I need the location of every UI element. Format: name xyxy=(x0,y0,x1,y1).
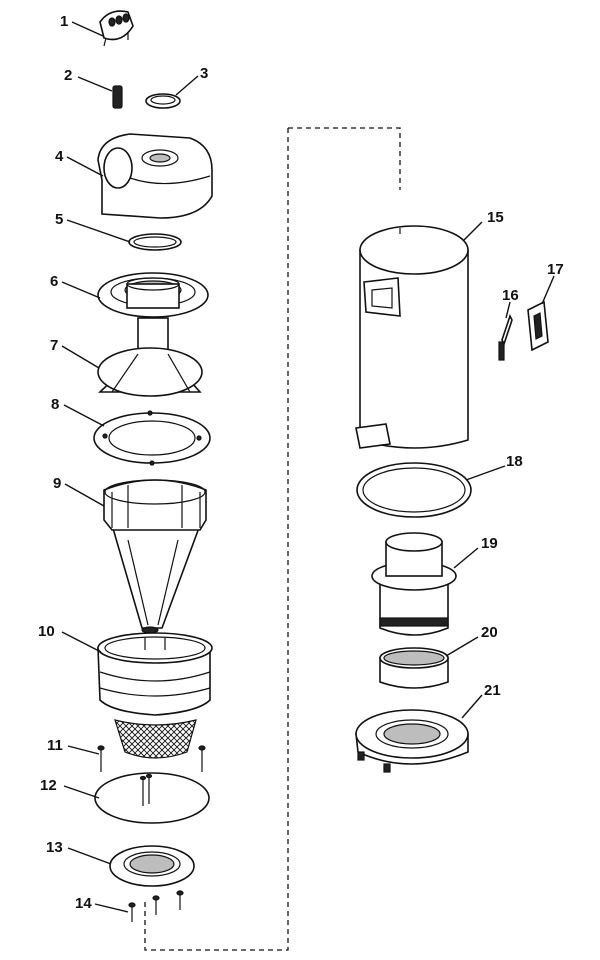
callout-8: 8 xyxy=(51,396,59,413)
part-19-filter-cartridge xyxy=(371,532,457,636)
part-2-spring xyxy=(112,85,123,109)
leader-1 xyxy=(71,21,104,37)
leader-7 xyxy=(61,345,100,369)
callout-7: 7 xyxy=(50,337,58,354)
part-5-o-ring xyxy=(128,233,182,251)
leader-21 xyxy=(461,694,483,719)
part-4-top-housing xyxy=(97,133,213,219)
callout-2: 2 xyxy=(64,67,72,84)
part-1-cap xyxy=(99,10,134,47)
part-11-screws xyxy=(97,745,206,772)
callout-1: 1 xyxy=(60,13,68,30)
part-16-latch-pin xyxy=(498,313,513,361)
callout-5: 5 xyxy=(55,211,63,228)
callout-14: 14 xyxy=(75,895,92,912)
part-17-latch-clip xyxy=(527,300,549,352)
leader-17 xyxy=(541,275,555,305)
assembly-guide-line xyxy=(144,127,401,951)
leader-13 xyxy=(67,847,112,865)
part-10-filter-body xyxy=(97,632,213,759)
callout-17: 17 xyxy=(547,261,564,278)
callout-3: 3 xyxy=(200,65,208,82)
leader-2 xyxy=(77,76,113,92)
part-8-ring-gasket xyxy=(93,410,211,466)
leader-14 xyxy=(94,903,129,913)
part-18-gasket-ring xyxy=(356,462,472,518)
leader-11 xyxy=(67,745,100,755)
callout-9: 9 xyxy=(53,475,61,492)
callout-21: 21 xyxy=(484,682,501,699)
callout-6: 6 xyxy=(50,273,58,290)
leader-10 xyxy=(61,631,102,653)
leader-8 xyxy=(63,404,105,427)
part-14-small-screws xyxy=(128,890,184,922)
part-9-cone-cage xyxy=(103,479,207,634)
part-21-base-plate xyxy=(355,709,469,773)
leader-9 xyxy=(64,483,105,507)
leader-6 xyxy=(61,281,101,299)
leader-3 xyxy=(175,75,199,96)
leader-12 xyxy=(63,785,100,799)
callout-20: 20 xyxy=(481,624,498,641)
callout-15: 15 xyxy=(487,209,504,226)
leader-16 xyxy=(505,301,511,319)
callout-11: 11 xyxy=(47,737,63,754)
part-13-ring-plate xyxy=(109,845,195,887)
part-3-o-ring xyxy=(145,93,181,109)
part-6-flange xyxy=(97,272,209,361)
part-15-canister xyxy=(355,225,469,449)
callout-10: 10 xyxy=(38,623,55,640)
callout-19: 19 xyxy=(481,535,498,552)
part-12-bottom-gasket xyxy=(94,772,210,824)
leader-5 xyxy=(66,219,131,243)
callout-16: 16 xyxy=(502,287,519,304)
leader-20 xyxy=(445,636,479,657)
callout-12: 12 xyxy=(40,777,57,794)
leader-4 xyxy=(66,156,104,177)
leader-18 xyxy=(465,465,506,481)
part-7-gasket xyxy=(97,347,203,397)
callout-13: 13 xyxy=(46,839,63,856)
leader-19 xyxy=(453,547,479,569)
callout-4: 4 xyxy=(55,148,64,165)
part-20-band xyxy=(379,647,449,689)
leader-15 xyxy=(463,221,483,241)
callout-18: 18 xyxy=(506,453,523,470)
